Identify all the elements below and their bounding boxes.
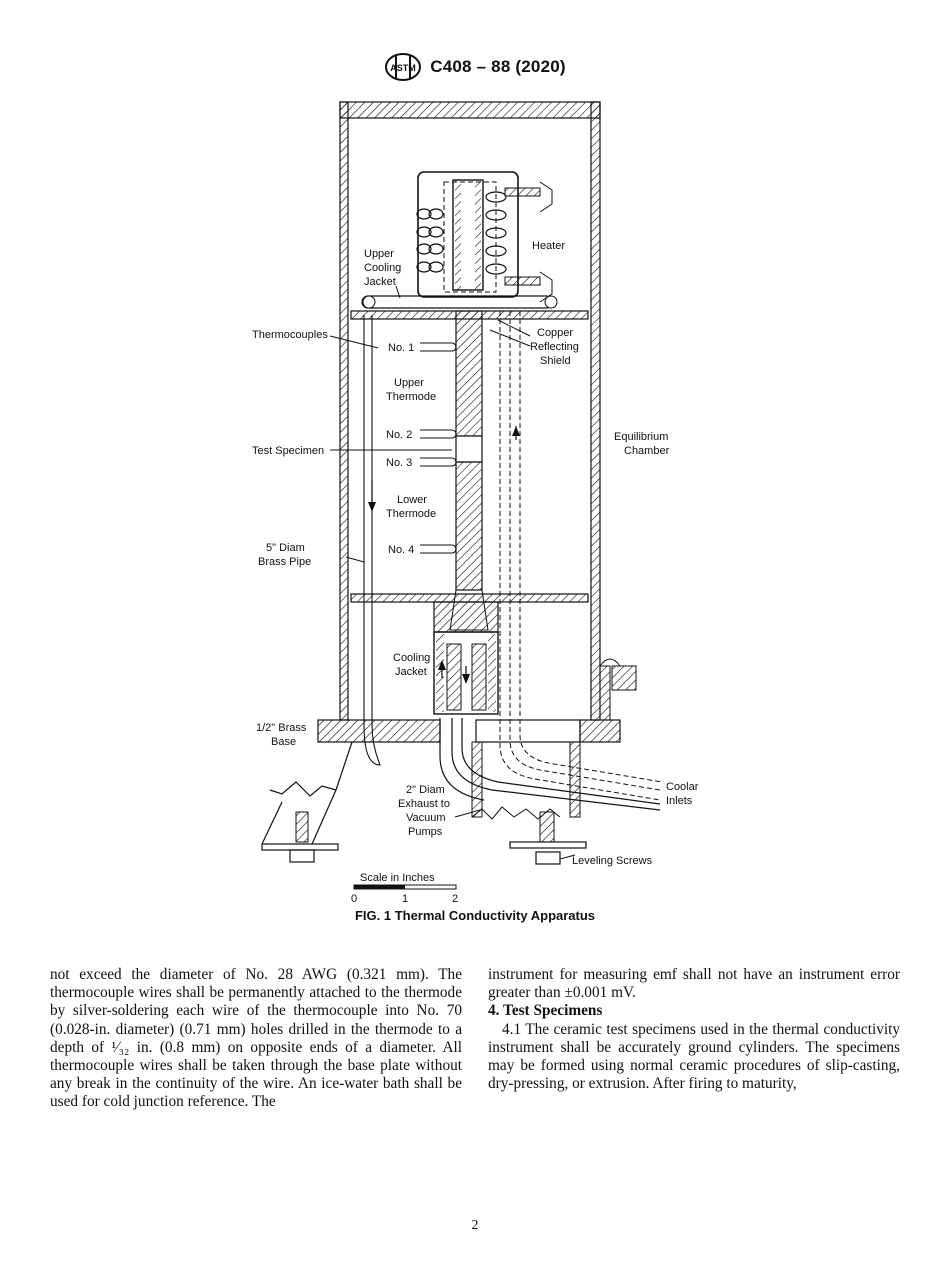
svg-text:Thermocouples: Thermocouples xyxy=(252,329,328,341)
svg-text:Scale in Inches: Scale in Inches xyxy=(360,872,435,884)
svg-text:Inlets: Inlets xyxy=(666,795,693,807)
svg-text:Heater: Heater xyxy=(532,240,565,252)
svg-text:Thermode: Thermode xyxy=(386,391,436,403)
svg-text:Vacuum: Vacuum xyxy=(406,812,446,824)
svg-text:Base: Base xyxy=(271,736,296,748)
svg-text:Test Specimen: Test Specimen xyxy=(252,445,324,457)
svg-text:Brass Pipe: Brass Pipe xyxy=(258,556,311,568)
svg-text:No. 3: No. 3 xyxy=(386,457,412,469)
right-column: instrument for measuring emf shall not h… xyxy=(488,966,900,1093)
svg-text:Reflecting: Reflecting xyxy=(530,341,579,353)
right-column-paragraph: instrument for measuring emf shall not h… xyxy=(488,966,900,1002)
svg-text:No. 4: No. 4 xyxy=(388,544,414,556)
svg-text:1/2" Brass: 1/2" Brass xyxy=(256,722,307,734)
svg-text:1: 1 xyxy=(402,893,408,905)
svg-text:No. 1: No. 1 xyxy=(388,342,414,354)
left-column-paragraph: not exceed the diameter of No. 28 AWG (0… xyxy=(50,966,462,1111)
svg-text:Upper: Upper xyxy=(394,377,424,389)
astm-logo: ASTM xyxy=(385,53,422,81)
page-header: ASTM C408 – 88 (2020) xyxy=(0,52,950,82)
svg-text:No. 2: No. 2 xyxy=(386,429,412,441)
svg-text:Jacket: Jacket xyxy=(364,276,396,288)
svg-text:Upper: Upper xyxy=(364,248,394,260)
svg-text:Thermode: Thermode xyxy=(386,508,436,520)
svg-text:Lower: Lower xyxy=(397,494,427,506)
svg-text:0: 0 xyxy=(351,893,357,905)
svg-text:Equilibrium: Equilibrium xyxy=(614,431,668,443)
svg-text:Jacket: Jacket xyxy=(395,666,427,678)
apparatus-figure: Heater Upper Cooling Jacket Thermocouple… xyxy=(0,95,950,925)
svg-text:Cooling: Cooling xyxy=(364,262,401,274)
svg-text:Copper: Copper xyxy=(537,327,573,339)
svg-text:Cooling: Cooling xyxy=(393,652,430,664)
figure-caption: FIG. 1 Thermal Conductivity Apparatus xyxy=(354,908,596,923)
section-heading: 4. Test Specimens xyxy=(488,1002,603,1020)
svg-text:Coolar: Coolar xyxy=(666,781,699,793)
svg-text:Shield: Shield xyxy=(540,355,571,367)
document-designation: C408 – 88 (2020) xyxy=(430,57,566,76)
svg-text:2" Diam: 2" Diam xyxy=(406,784,445,796)
svg-text:Pumps: Pumps xyxy=(408,826,443,838)
page-number: 2 xyxy=(471,1218,479,1233)
svg-text:2: 2 xyxy=(452,893,458,905)
apparatus-diagram: Heater Upper Cooling Jacket Thermocouple… xyxy=(252,101,699,905)
svg-text:ASTM: ASTM xyxy=(390,63,416,73)
svg-text:Exhaust to: Exhaust to xyxy=(398,798,450,810)
svg-text:Leveling Screws: Leveling Screws xyxy=(572,855,653,867)
section-paragraph: 4.1 The ceramic test specimens used in t… xyxy=(488,1020,900,1093)
svg-text:Chamber: Chamber xyxy=(624,445,670,457)
svg-text:5" Diam: 5" Diam xyxy=(266,542,305,554)
left-column: not exceed the diameter of No. 28 AWG (0… xyxy=(50,966,462,1112)
